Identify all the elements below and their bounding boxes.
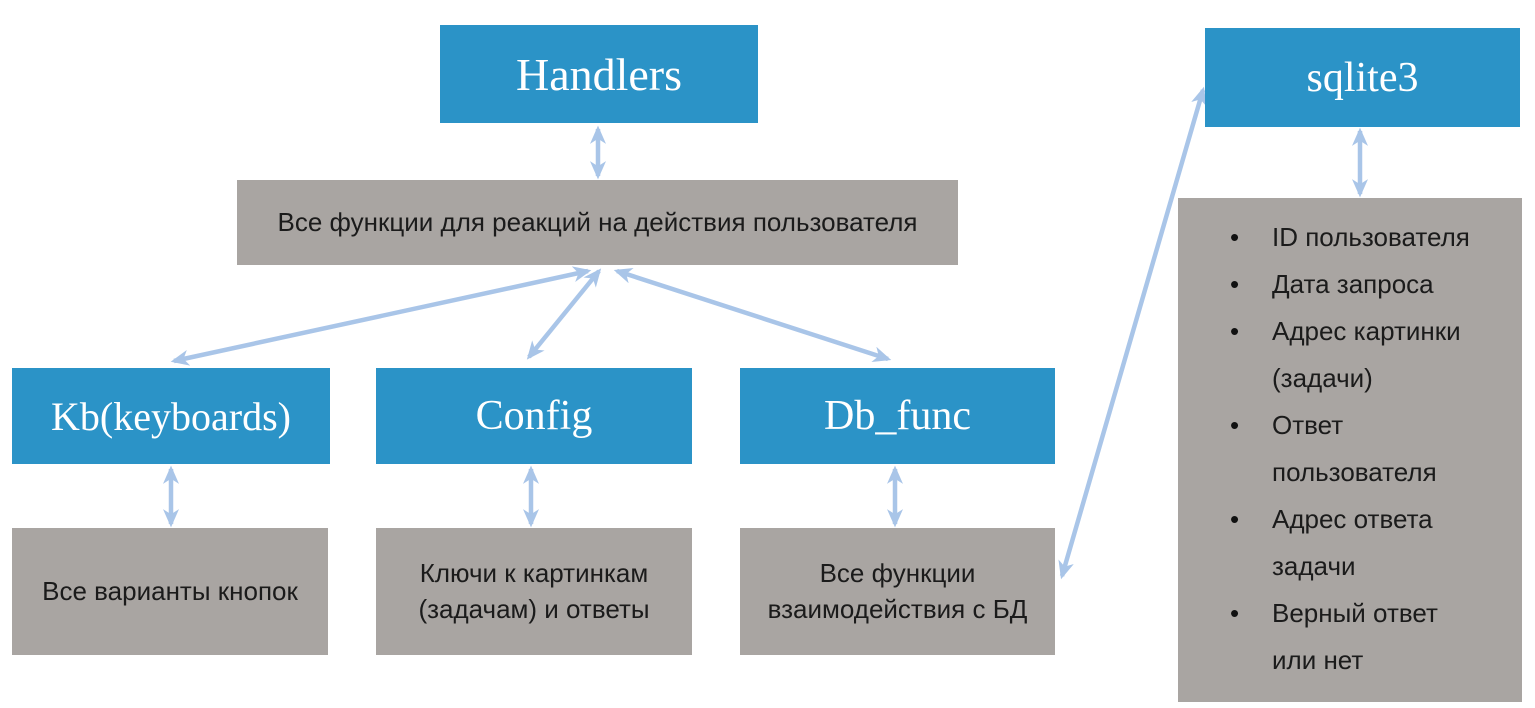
db-field-item: Верный ответ или нет	[1230, 590, 1487, 684]
node-config-title: Config	[475, 393, 593, 439]
node-kb-description: Все варианты кнопок	[12, 528, 328, 655]
node-handlers-title: Handlers	[515, 48, 683, 100]
node-kb-description-text: Все варианты кнопок	[42, 575, 298, 606]
arrow-description-kb	[170, 266, 592, 366]
node-sqlite3-title: sqlite3	[1306, 54, 1419, 101]
node-db-func-title: Db_func	[824, 393, 971, 439]
node-db-func: Db_func	[740, 368, 1055, 464]
db-field-item: Адрес ответа задачи	[1230, 496, 1487, 590]
node-handlers-description: Все функции для реакций на действия поль…	[237, 180, 958, 265]
db-field-item: Дата запроса	[1230, 261, 1487, 308]
db-fields-list: ID пользователяДата запросаАдрес картинк…	[1230, 214, 1522, 684]
node-handlers-description-text: Все функции для реакций на действия поль…	[277, 206, 918, 237]
node-config-description-text: Ключи к картинкам (задачам) и ответы	[418, 558, 650, 624]
arrow-description-config	[526, 268, 602, 360]
node-db-fields: ID пользователяДата запросаАдрес картинк…	[1178, 198, 1522, 702]
db-field-item: Ответ пользователя	[1230, 402, 1487, 496]
arrow-description-dbfunc	[613, 267, 892, 363]
node-kb-keyboards: Kb(keyboards)	[12, 368, 330, 464]
node-sqlite3: sqlite3	[1205, 28, 1520, 127]
db-field-item: ID пользователя	[1230, 214, 1487, 261]
node-config: Config	[376, 368, 692, 464]
db-field-item: Адрес картинки (задачи)	[1230, 308, 1487, 402]
node-handlers: Handlers	[440, 25, 758, 123]
node-db-func-description-text: Все функции взаимодействия с БД	[767, 558, 1028, 624]
node-db-func-description: Все функции взаимодействия с БД	[740, 528, 1055, 655]
node-config-description: Ключи к картинкам (задачам) и ответы	[376, 528, 692, 655]
node-kb-title: Kb(keyboards)	[51, 393, 291, 439]
